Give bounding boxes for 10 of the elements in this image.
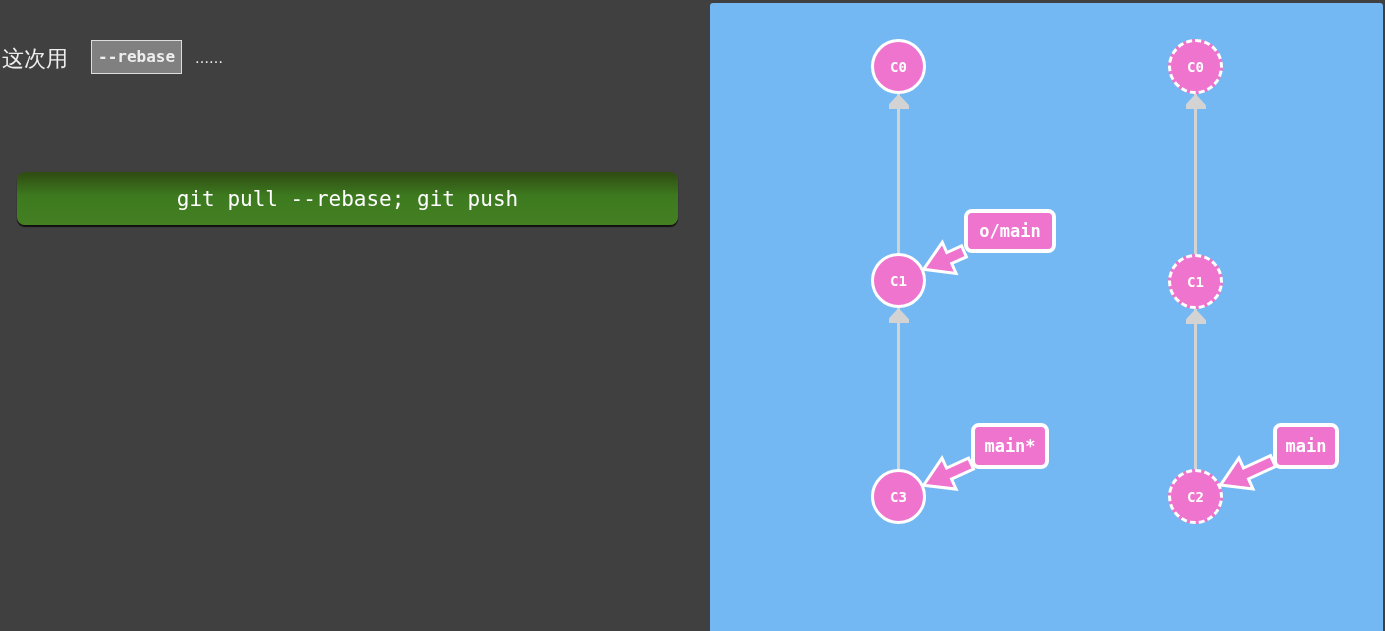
- command-button: git pull --rebase; git push: [17, 172, 678, 225]
- ellipsis-text: ……: [195, 50, 223, 66]
- pointer-arrow: [920, 239, 969, 276]
- inline-code: --rebase: [91, 40, 183, 74]
- branch-label: main*: [971, 423, 1049, 469]
- pointer-arrow: [1217, 453, 1278, 491]
- branch-label: o/main: [964, 209, 1056, 253]
- pointer-arrow: [920, 455, 976, 491]
- branch-label: main: [1273, 423, 1339, 469]
- instruction-text: 这次用: [2, 45, 68, 73]
